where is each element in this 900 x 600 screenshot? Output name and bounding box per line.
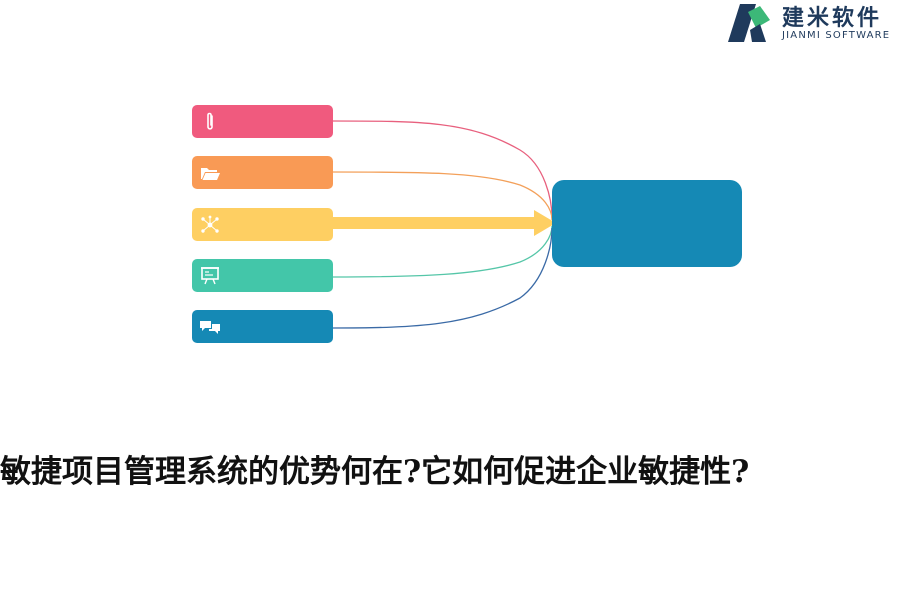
brand-logo: 建米软件 JIANMI SOFTWARE [724, 0, 900, 46]
source-node-1 [192, 105, 333, 138]
jianmi-logo-icon [728, 4, 770, 42]
main-arrow-shaft [333, 217, 536, 229]
network-icon [201, 215, 219, 233]
folder-icon [201, 168, 220, 180]
source-node-5 [192, 310, 333, 343]
source-node-2 [192, 156, 333, 189]
paperclip-icon [207, 112, 213, 130]
chat-bubbles-icon [200, 321, 220, 334]
connector-4 [332, 225, 553, 278]
presentation-board-icon [201, 267, 219, 285]
logo-name-en: JIANMI SOFTWARE [782, 30, 891, 41]
connector-lines [332, 120, 556, 329]
page-title: 敏捷项目管理系统的优势何在?它如何促进企业敏捷性? [0, 454, 750, 490]
connector-2 [332, 171, 553, 221]
source-node-4 [192, 259, 333, 292]
target-node [552, 180, 742, 267]
connector-5 [332, 227, 553, 329]
connector-1 [332, 120, 553, 219]
source-node-3 [192, 208, 333, 241]
logo-name-cn: 建米软件 [782, 6, 883, 31]
flow-diagram [192, 105, 742, 343]
main-arrow-head [534, 210, 556, 236]
